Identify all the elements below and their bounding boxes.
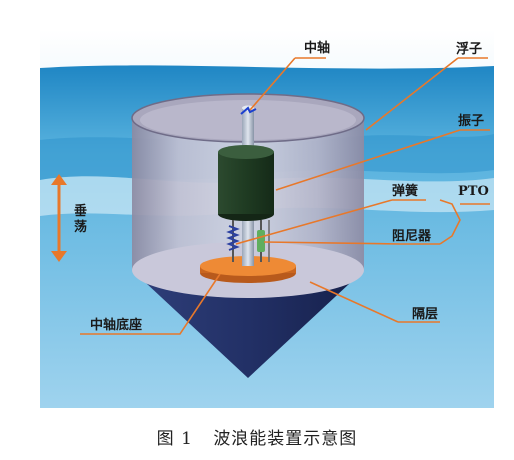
shaft-top-marker — [240, 106, 257, 115]
label-float: 浮子 — [456, 42, 483, 57]
heave-arrow-icon — [51, 174, 67, 262]
oscillator-top — [218, 145, 274, 159]
oscillator-body — [218, 152, 274, 214]
spring — [226, 220, 240, 262]
wave-energy-device-figure: 中轴 浮子 振子 弹簧 PTO 阻尼器 垂荡 中轴底座 隔层 — [40, 30, 494, 408]
callout-lines — [80, 57, 490, 335]
hull-cone — [132, 270, 364, 378]
label-isolation-layer: 隔层 — [412, 307, 439, 322]
label-spring: 弹簧 — [392, 184, 419, 199]
label-oscillator: 振子 — [458, 114, 485, 129]
damper — [257, 220, 270, 262]
device-illustration — [40, 30, 494, 408]
caption-title: 波浪能装置示意图 — [213, 429, 358, 449]
label-shaft-base: 中轴底座 — [90, 318, 143, 333]
label-heave: 垂荡 — [74, 204, 88, 235]
label-damper: 阻尼器 — [392, 229, 432, 244]
figure-caption: 图 1 波浪能装置示意图 — [0, 424, 514, 449]
label-center-shaft: 中轴 — [304, 41, 331, 56]
caption-figure-number: 图 1 — [156, 429, 193, 449]
label-pto: PTO — [458, 184, 489, 199]
